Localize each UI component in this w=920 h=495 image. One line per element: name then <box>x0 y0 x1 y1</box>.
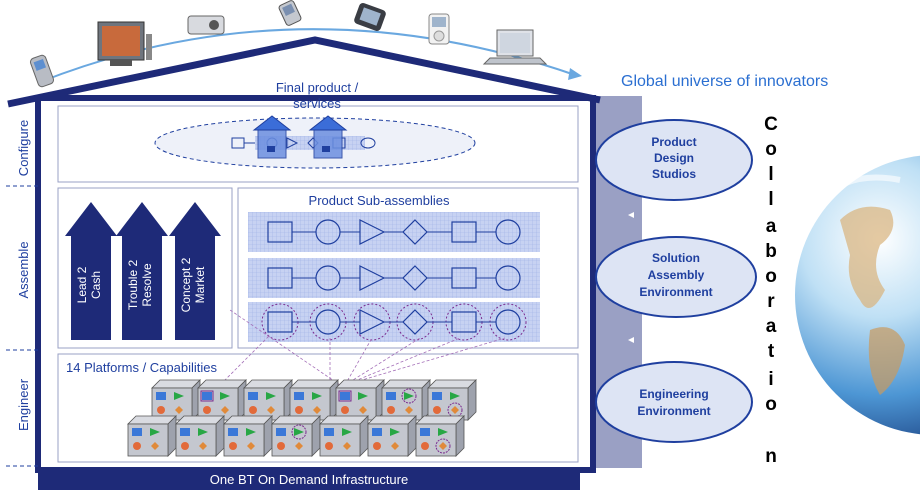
env-solution-assembly: Solution Assembly Environment <box>595 236 757 318</box>
svg-text:Concept 2: Concept 2 <box>179 257 193 312</box>
platform-cube <box>223 415 273 457</box>
platform-cube <box>415 415 465 457</box>
layer-separators <box>6 185 38 467</box>
sub-assemblies-title: Product Sub-assemblies <box>309 193 450 208</box>
platform-cube <box>127 415 177 457</box>
svg-text:l: l <box>768 164 773 185</box>
infrastructure-bar <box>38 468 580 490</box>
svg-text:Cash: Cash <box>89 271 103 299</box>
env-product-design-studios: Product Design Studios <box>595 119 753 201</box>
svg-text:Solution: Solution <box>652 251 700 265</box>
sub-assembly-row-2 <box>248 258 540 298</box>
svg-text:Assembly: Assembly <box>648 268 705 282</box>
layer-label-configure: Configure <box>16 120 31 176</box>
svg-text:a: a <box>766 316 777 337</box>
layer-label-assemble: Assemble <box>16 241 31 298</box>
env-engineering: Engineering Environment <box>595 361 753 443</box>
svg-text:Environment: Environment <box>637 404 710 418</box>
platforms-title: 14 Platforms / Capabilities <box>66 360 218 375</box>
svg-text:n: n <box>765 446 777 467</box>
platform-cube <box>175 415 225 457</box>
concept-2-market-arrow: Concept 2 Market <box>169 202 221 340</box>
universe-title: Global universe of innovators <box>621 73 828 90</box>
house-roof <box>7 36 601 108</box>
svg-text:C: C <box>764 114 778 135</box>
platform-cube <box>243 379 293 421</box>
infrastructure-label: One BT On Demand Infrastructure <box>210 472 408 487</box>
sub-assembly-row-3 <box>248 302 540 342</box>
svg-text:o: o <box>765 394 777 415</box>
platform-cube <box>289 379 339 421</box>
svg-text:Environment: Environment <box>639 285 712 299</box>
pda-icon <box>354 3 386 31</box>
tv-icon <box>97 21 152 66</box>
platform-cube <box>381 379 431 421</box>
final-product-line2: services <box>293 96 341 111</box>
platform-cubes <box>127 379 477 457</box>
svg-text:o: o <box>765 139 777 160</box>
platform-cube <box>271 415 321 457</box>
platform-cube <box>319 415 369 457</box>
svg-text:r: r <box>767 291 775 312</box>
platform-cube <box>197 379 247 421</box>
svg-text:b: b <box>765 241 777 262</box>
lead-2-cash-arrow: Lead 2 Cash <box>65 202 117 340</box>
svg-text:Trouble 2: Trouble 2 <box>126 260 140 311</box>
arc-arrowhead <box>568 68 582 80</box>
svg-text:Market: Market <box>193 266 207 303</box>
laptop-icon <box>482 29 548 65</box>
svg-text:Design: Design <box>654 151 694 165</box>
platform-cube <box>151 379 201 421</box>
svg-text:Engineering: Engineering <box>639 387 708 401</box>
collaboration-letters: C o l l a b o r a t i o n <box>764 114 778 467</box>
sub-assembly-row-1 <box>248 212 540 252</box>
svg-text:l: l <box>768 189 773 210</box>
svg-text:t: t <box>768 341 775 362</box>
svg-text:Product: Product <box>651 135 696 149</box>
phone-icon <box>29 54 55 88</box>
globe-image <box>795 155 920 435</box>
platform-cube <box>367 415 417 457</box>
svg-text:o: o <box>765 266 777 287</box>
projector-icon <box>187 15 225 35</box>
flip-phone-icon <box>278 0 302 26</box>
svg-text:a: a <box>766 216 777 237</box>
trouble-2-resolve-arrow: Trouble 2 Resolve <box>116 202 168 340</box>
platform-cube <box>335 379 385 421</box>
layer-label-engineer: Engineer <box>16 378 31 431</box>
final-product-line1: Final product / <box>276 80 359 95</box>
ipod-icon <box>428 13 450 45</box>
svg-text:Studios: Studios <box>652 167 696 181</box>
svg-text:Resolve: Resolve <box>140 263 154 307</box>
svg-text:Lead 2: Lead 2 <box>75 266 89 303</box>
final-product-flow <box>231 115 376 159</box>
svg-text:i: i <box>768 369 773 390</box>
env-link-arrows <box>628 212 634 343</box>
platform-cube <box>427 379 477 421</box>
